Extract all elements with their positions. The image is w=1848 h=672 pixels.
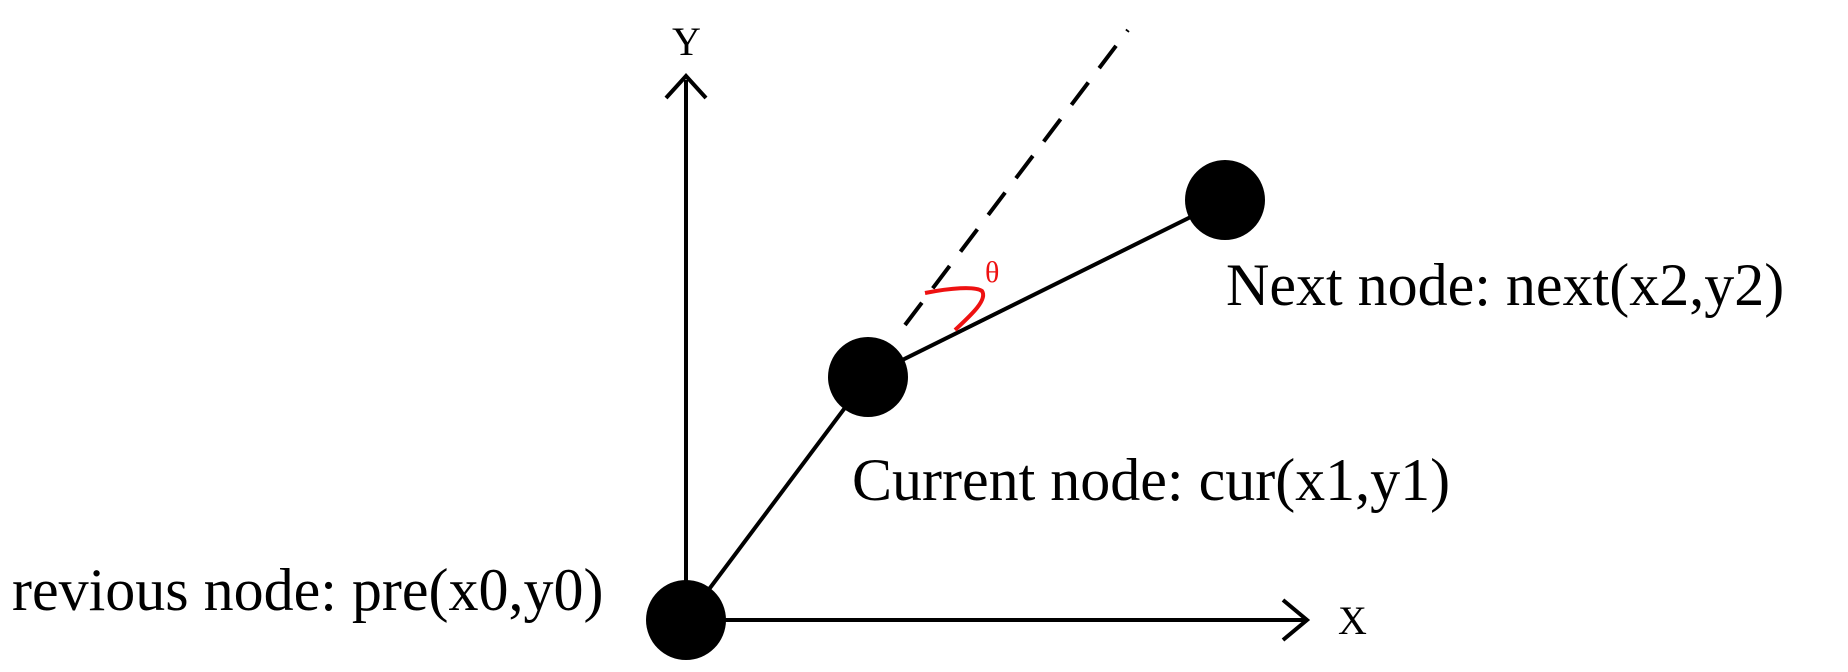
angle-theta-label: θ xyxy=(985,256,999,289)
current-node-label: Current node: cur(x1,y1) xyxy=(852,447,1450,513)
x-axis-label: X xyxy=(1338,598,1367,643)
segment-current-to-next xyxy=(867,198,1226,379)
x-axis-arrowhead xyxy=(1281,598,1311,642)
previous-node-label: revious node: pre(x0,y0) xyxy=(12,557,604,623)
angle-theta-mark xyxy=(924,286,986,332)
extension-dashed-line xyxy=(903,28,1130,327)
previous-node xyxy=(646,580,726,660)
next-node-label: Next node: next(x2,y2) xyxy=(1226,252,1784,318)
next-node xyxy=(1185,160,1265,240)
y-axis-arrowhead xyxy=(664,73,708,100)
current-node xyxy=(828,337,908,417)
y-axis-label: Y xyxy=(672,19,701,64)
segment-previous-to-current xyxy=(684,375,870,622)
